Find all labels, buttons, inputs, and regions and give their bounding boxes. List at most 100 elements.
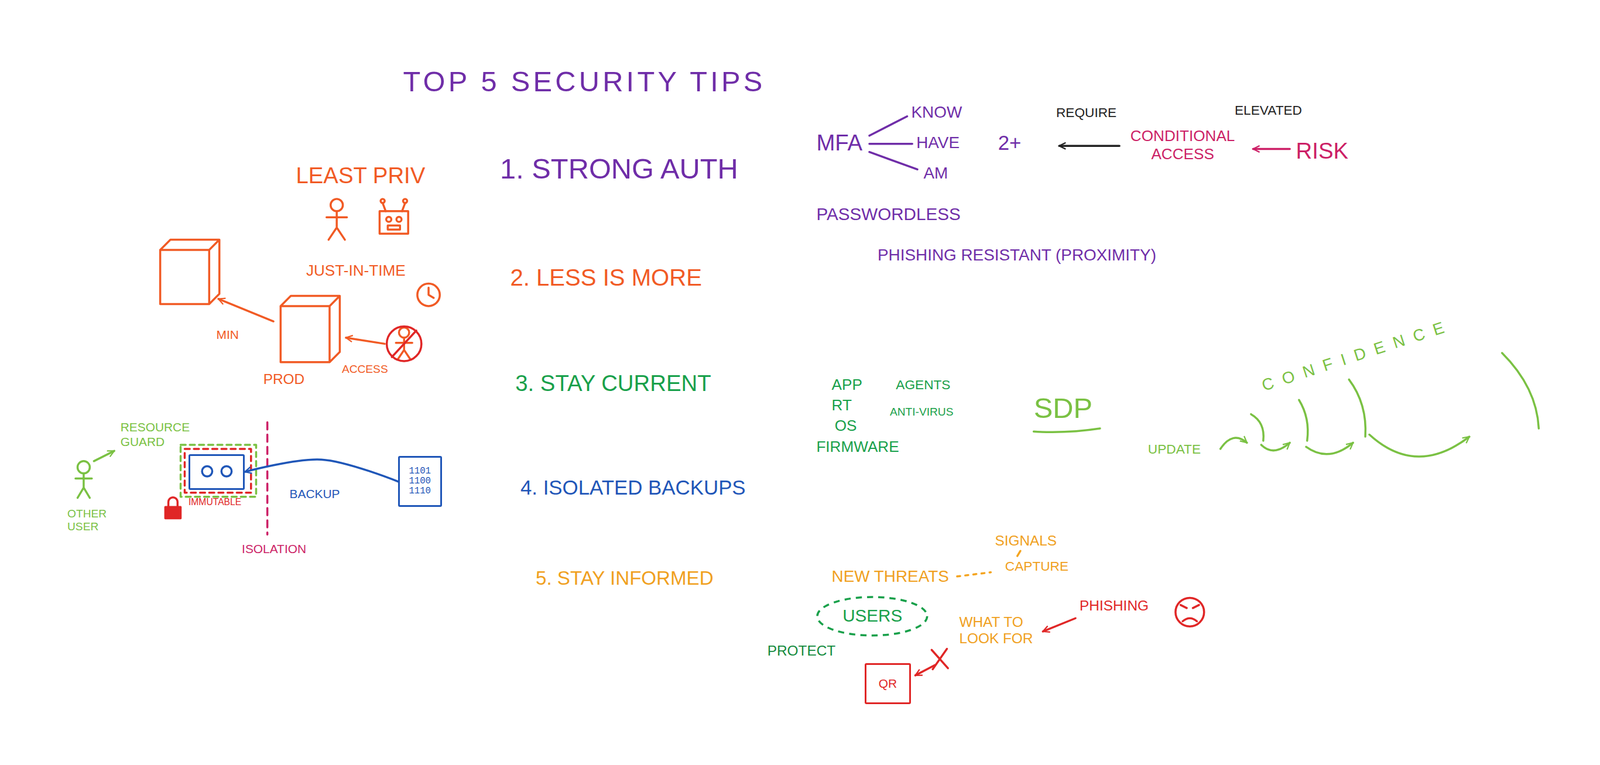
label: 5. STAY INFORMED [535, 567, 714, 589]
label: JUST-IN-TIME [306, 261, 406, 280]
label-block: CAPTURE [1005, 558, 1069, 574]
label: AGENTS [895, 377, 951, 393]
immutable-boundary [184, 449, 251, 493]
node-text: 1101 1100 1110 [408, 466, 431, 498]
label: PROD [263, 371, 305, 387]
update-cycle [1502, 353, 1540, 429]
label: ACCESS [341, 362, 389, 376]
label: 3. STAY CURRENT [515, 370, 711, 396]
lock-icon [165, 506, 181, 519]
label-block: ISOLATION [241, 542, 307, 557]
resource-cube [160, 240, 220, 305]
threat-signal-dots [1017, 550, 1021, 557]
node-text: QR [878, 676, 897, 691]
blocked-user [399, 327, 410, 338]
isolation-line [266, 422, 269, 536]
robot-icon [379, 199, 409, 234]
title: TOP 5 SECURITY TIPS [402, 65, 766, 98]
label-block: 2. LESS IS MORE [509, 264, 702, 291]
prod-cube [280, 295, 340, 362]
mfa-branches [869, 116, 918, 170]
guard-arrow [93, 450, 115, 461]
label: PROTECT [767, 642, 837, 659]
user-figure [326, 211, 348, 241]
mfa-branches [869, 142, 913, 145]
label-block: KNOW [910, 103, 962, 122]
label-block: PROTECT [767, 642, 837, 660]
lock-icon [165, 497, 181, 519]
label: KNOW [910, 103, 962, 122]
robot-icon [386, 216, 392, 222]
label-block: ELEVATED [1234, 102, 1303, 118]
label: CONFIDENCE [1259, 315, 1455, 395]
require-arrow [1059, 145, 1120, 147]
label: SDP [1033, 392, 1093, 424]
label-block: 4. ISOLATED BACKUPS [520, 475, 746, 500]
label-block: RESOURCE GUARD [120, 420, 205, 449]
node-text: USERS [842, 606, 903, 626]
label-block: PHISHING [1079, 597, 1149, 615]
blocked-user [386, 326, 422, 362]
label-block: RT [831, 396, 852, 414]
blocked-user [391, 330, 417, 358]
phishing-arrow [1042, 618, 1076, 632]
label: PHISHING RESISTANT (PROXIMITY) [877, 245, 1157, 265]
prod-cube [280, 295, 340, 362]
angry-face [1175, 597, 1205, 627]
label-block: MIN [216, 327, 239, 342]
label-block: CONFIDENCE [1259, 315, 1455, 396]
update-cycle [1251, 414, 1264, 441]
lock-icon [168, 497, 178, 508]
label-block: REQUIRE [1056, 104, 1117, 121]
label: LEAST PRIV [295, 162, 426, 188]
clock-icon [417, 283, 440, 307]
vault-dials [201, 466, 212, 477]
phishing-arrow [1042, 618, 1076, 632]
robot-icon [402, 199, 407, 204]
label-block: 3. STAY CURRENT [515, 370, 711, 397]
users-ellipse: USERS [816, 595, 929, 637]
label: CAPTURE [1005, 558, 1069, 574]
label: PHISHING [1079, 597, 1149, 614]
edge-label-block: BACKUP [288, 487, 342, 502]
label-block: FIRMWARE [816, 437, 899, 456]
label-block: ACCESS [341, 362, 389, 376]
qr-arrow [915, 665, 935, 676]
label: 4. ISOLATED BACKUPS [520, 475, 746, 499]
label-block: APP [831, 375, 863, 394]
qr-arrow [915, 665, 935, 676]
label: REQUIRE [1056, 104, 1117, 121]
access-arrow [345, 337, 385, 344]
update-cycle [1220, 437, 1247, 450]
label: RESOURCE GUARD [120, 420, 191, 448]
label: RISK [1296, 138, 1349, 164]
backup-connector [244, 459, 398, 482]
label-block: 1. STRONG AUTH [499, 152, 739, 185]
resource-cube [160, 240, 220, 305]
sketch-strokes [75, 116, 1539, 676]
label: UPDATE [1148, 441, 1201, 457]
robot-icon [387, 225, 400, 230]
label-block: RISK [1296, 138, 1349, 164]
edge-label: BACKUP [288, 487, 342, 501]
other-user-figure [77, 461, 90, 474]
clock-icon [428, 288, 434, 298]
label-block: AGENTS [895, 377, 951, 393]
label: 2+ [998, 131, 1022, 154]
angry-face [1175, 597, 1205, 627]
title-block: TOP 5 SECURITY TIPS [402, 64, 766, 98]
vault-dials [201, 466, 232, 477]
label-block: MFA [816, 129, 863, 156]
update-cycle [1306, 442, 1353, 454]
clock-icon [417, 283, 440, 307]
robot-icon [396, 216, 402, 222]
label: FIRMWARE [816, 437, 899, 456]
immutable-boundary [184, 449, 251, 493]
isolation-line [266, 422, 269, 536]
label-block: WHAT TO LOOK FOR [958, 614, 1053, 647]
label-block: NEW THREATS [831, 567, 949, 587]
label-block: ANTI-VIRUS [889, 405, 954, 419]
risk-arrow [1252, 148, 1290, 150]
update-cycle [1299, 399, 1308, 441]
update-cycle [1348, 379, 1366, 437]
